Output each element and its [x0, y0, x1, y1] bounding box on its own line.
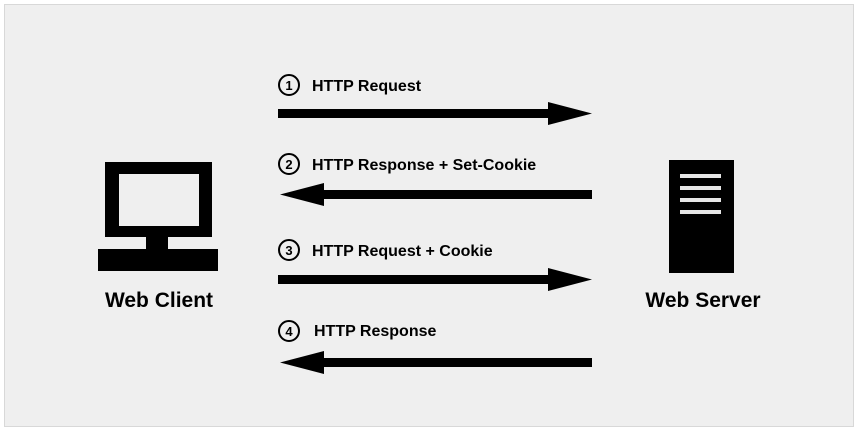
server-tower-icon: [669, 160, 734, 273]
step-label: HTTP Request + Cookie: [312, 243, 493, 260]
step-number: 3: [285, 243, 292, 258]
step-3: 3 HTTP Request + Cookie: [278, 239, 592, 291]
step-label: HTTP Request: [312, 78, 422, 95]
server-label: Web Server: [645, 289, 760, 312]
step-number: 4: [285, 324, 293, 339]
client-label: Web Client: [105, 289, 213, 312]
step-number: 1: [285, 78, 292, 93]
computer-monitor-icon: [98, 162, 218, 271]
arrow-right-icon: [278, 102, 592, 125]
arrow-left-icon: [280, 351, 592, 374]
step-number: 2: [285, 157, 292, 172]
arrow-right-icon: [278, 268, 592, 291]
step-number-badge: [278, 153, 300, 175]
step-number-badge: [278, 74, 300, 96]
step-number-badge: [278, 320, 300, 342]
step-number-badge: [278, 239, 300, 261]
arrow-left-icon: [280, 183, 592, 206]
step-label: HTTP Response + Set-Cookie: [312, 157, 536, 174]
step-4: 4 HTTP Response: [278, 320, 592, 374]
step-label: HTTP Response: [314, 323, 437, 340]
step-2: 2 HTTP Response + Set-Cookie: [278, 153, 592, 206]
step-1: 1 HTTP Request: [278, 74, 592, 125]
